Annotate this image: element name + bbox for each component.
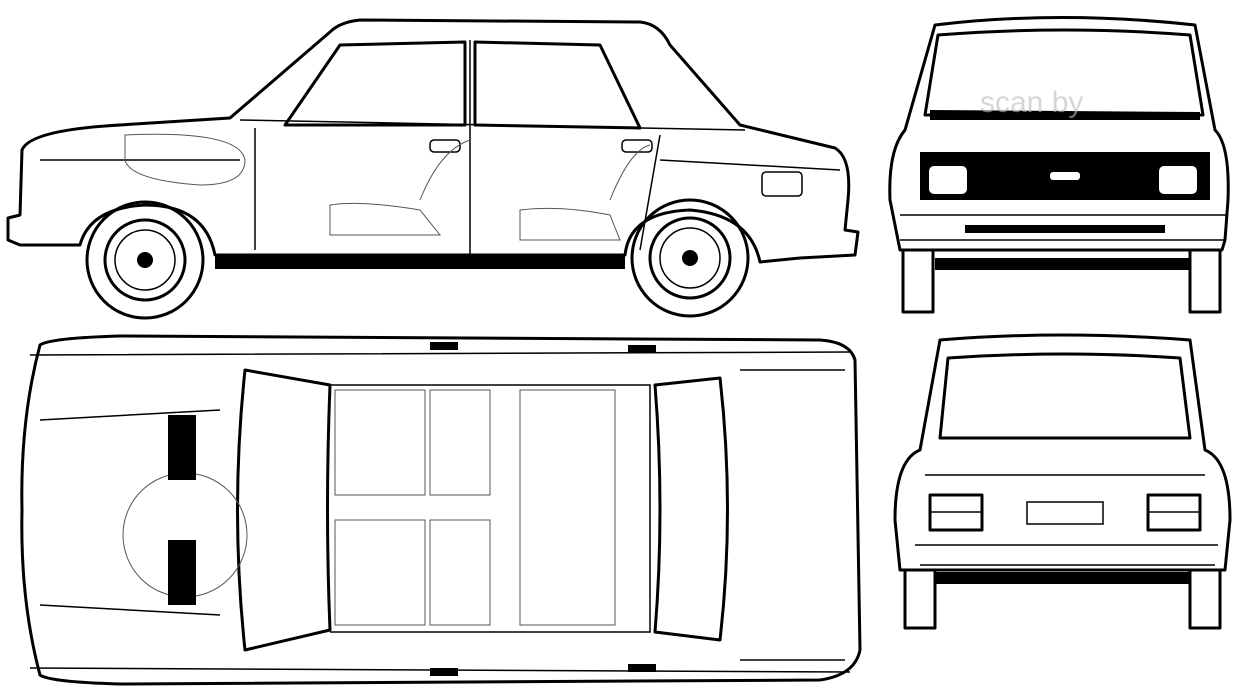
rear-view xyxy=(893,333,1232,630)
watermark: scan by xyxy=(980,86,1083,119)
rear-wheel xyxy=(630,198,750,318)
front-view: scan by xyxy=(888,16,1230,314)
top-view xyxy=(20,334,862,686)
front-wheel xyxy=(85,200,205,320)
side-view xyxy=(6,18,860,320)
